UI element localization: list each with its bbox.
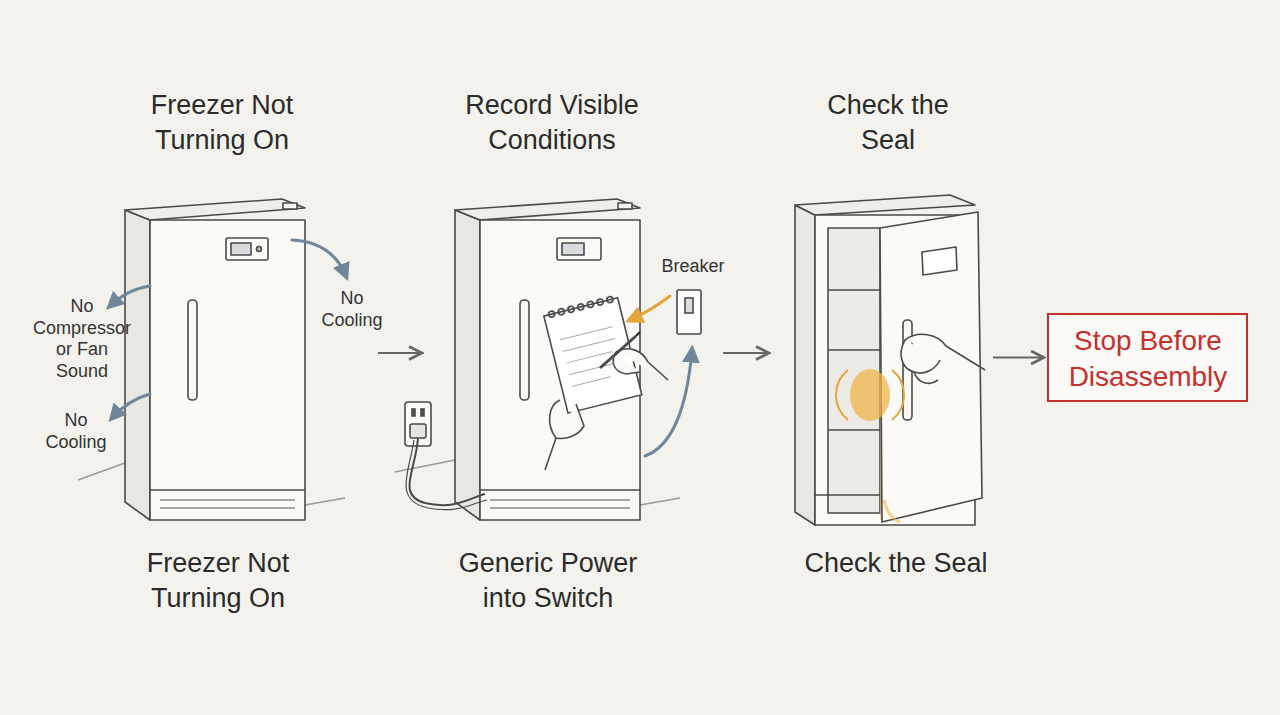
status-arrow <box>110 240 346 418</box>
seal-highlight <box>836 369 904 522</box>
notepad-hands <box>606 296 613 303</box>
wall-outlet <box>412 409 415 416</box>
notepad-hands <box>600 336 636 368</box>
closed-freezer <box>305 498 345 505</box>
recording-freezer <box>455 199 640 220</box>
seal-highlight <box>884 500 900 522</box>
notepad-hands <box>613 349 668 380</box>
seal-highlight <box>892 370 904 420</box>
open-freezer <box>795 195 985 525</box>
recording-freezer <box>490 499 630 501</box>
status-arrow <box>292 240 346 276</box>
notepad-hands <box>558 308 565 315</box>
callout-label: No Cooling <box>315 288 390 331</box>
open-freezer <box>795 205 815 525</box>
notepad-hands <box>543 295 668 470</box>
wall-outlet <box>409 438 485 505</box>
recording-freezer <box>480 489 640 491</box>
recording-freezer <box>557 238 601 260</box>
callout-label: Breaker <box>643 256 743 278</box>
recording-freezer <box>618 203 632 209</box>
closed-freezer <box>160 507 295 509</box>
breaker-switch <box>685 298 693 313</box>
step-heading: Freezer Not Turning On <box>122 88 322 158</box>
recording-freezer <box>490 507 630 509</box>
closed-freezer <box>125 199 305 220</box>
closed-freezer <box>257 247 262 252</box>
step-caption: Freezer Not Turning On <box>118 546 318 616</box>
step-panel: Freezer Not Turning On Freezer Not Turnin… <box>95 88 375 618</box>
callout-label: No Cooling <box>39 410 114 453</box>
open-freezer <box>922 247 957 275</box>
recording-freezer <box>640 498 680 505</box>
recording-freezer <box>395 199 680 520</box>
notepad-hands <box>596 298 603 305</box>
closed-freezer <box>78 463 125 480</box>
closed-freezer <box>226 238 268 260</box>
breaker-switch <box>677 290 701 334</box>
flow-arrow <box>993 357 1044 359</box>
breaker-switch <box>677 290 701 334</box>
notepad-hands <box>545 400 584 470</box>
step-heading: Record Visible Conditions <box>422 88 682 158</box>
step-panel: Check the SealCheck the Seal <box>772 88 990 618</box>
open-freezer <box>795 195 975 215</box>
closed-freezer <box>125 210 150 520</box>
wall-outlet <box>406 440 487 510</box>
callout-label: No Compressor or Fan Sound <box>30 296 135 382</box>
seal-highlight <box>850 369 890 421</box>
seal-highlight <box>836 370 848 420</box>
recording-freezer <box>520 300 529 400</box>
flow-arrow <box>378 352 422 354</box>
closed-freezer <box>283 203 297 209</box>
notepad-hands <box>563 338 615 351</box>
closed-freezer <box>150 220 305 520</box>
wall-outlet <box>410 424 426 438</box>
step-heading: Check the Seal <box>813 88 963 158</box>
notepad-hands <box>572 377 611 387</box>
status-arrow <box>112 394 150 418</box>
open-freezer <box>828 349 880 351</box>
notepad-hands <box>587 301 594 308</box>
step-caption: Generic Power into Switch <box>438 546 658 616</box>
recording-freezer <box>562 243 584 255</box>
notepad-hands <box>560 327 612 340</box>
closed-freezer <box>150 489 305 491</box>
status-arrow <box>110 286 150 306</box>
hint-arrow <box>645 350 692 456</box>
wall-outlet <box>405 402 487 510</box>
open-freezer <box>914 372 938 383</box>
open-freezer <box>828 289 880 291</box>
closed-freezer <box>188 300 197 400</box>
notepad-hands <box>567 306 574 313</box>
recording-freezer <box>455 210 480 520</box>
stop-text: Stop Before Disassembly <box>1053 323 1243 395</box>
notepad-hands <box>636 332 640 336</box>
closed-freezer <box>231 243 251 255</box>
hint-arrow <box>630 296 670 320</box>
closed-freezer <box>160 499 295 501</box>
recording-freezer <box>395 460 455 472</box>
stop-box: Stop Before Disassembly <box>1047 313 1248 402</box>
flow-arrow <box>723 352 769 354</box>
closed-freezer <box>78 199 345 520</box>
hint-arrow <box>630 296 692 456</box>
open-freezer <box>828 429 880 431</box>
step-caption: Check the Seal <box>771 546 1021 581</box>
step-panel: Record Visible ConditionsGeneric Power i… <box>425 88 720 618</box>
wall-outlet <box>421 409 424 416</box>
notepad-hands <box>577 303 584 310</box>
notepad-hands <box>548 310 555 317</box>
open-freezer <box>901 334 985 373</box>
